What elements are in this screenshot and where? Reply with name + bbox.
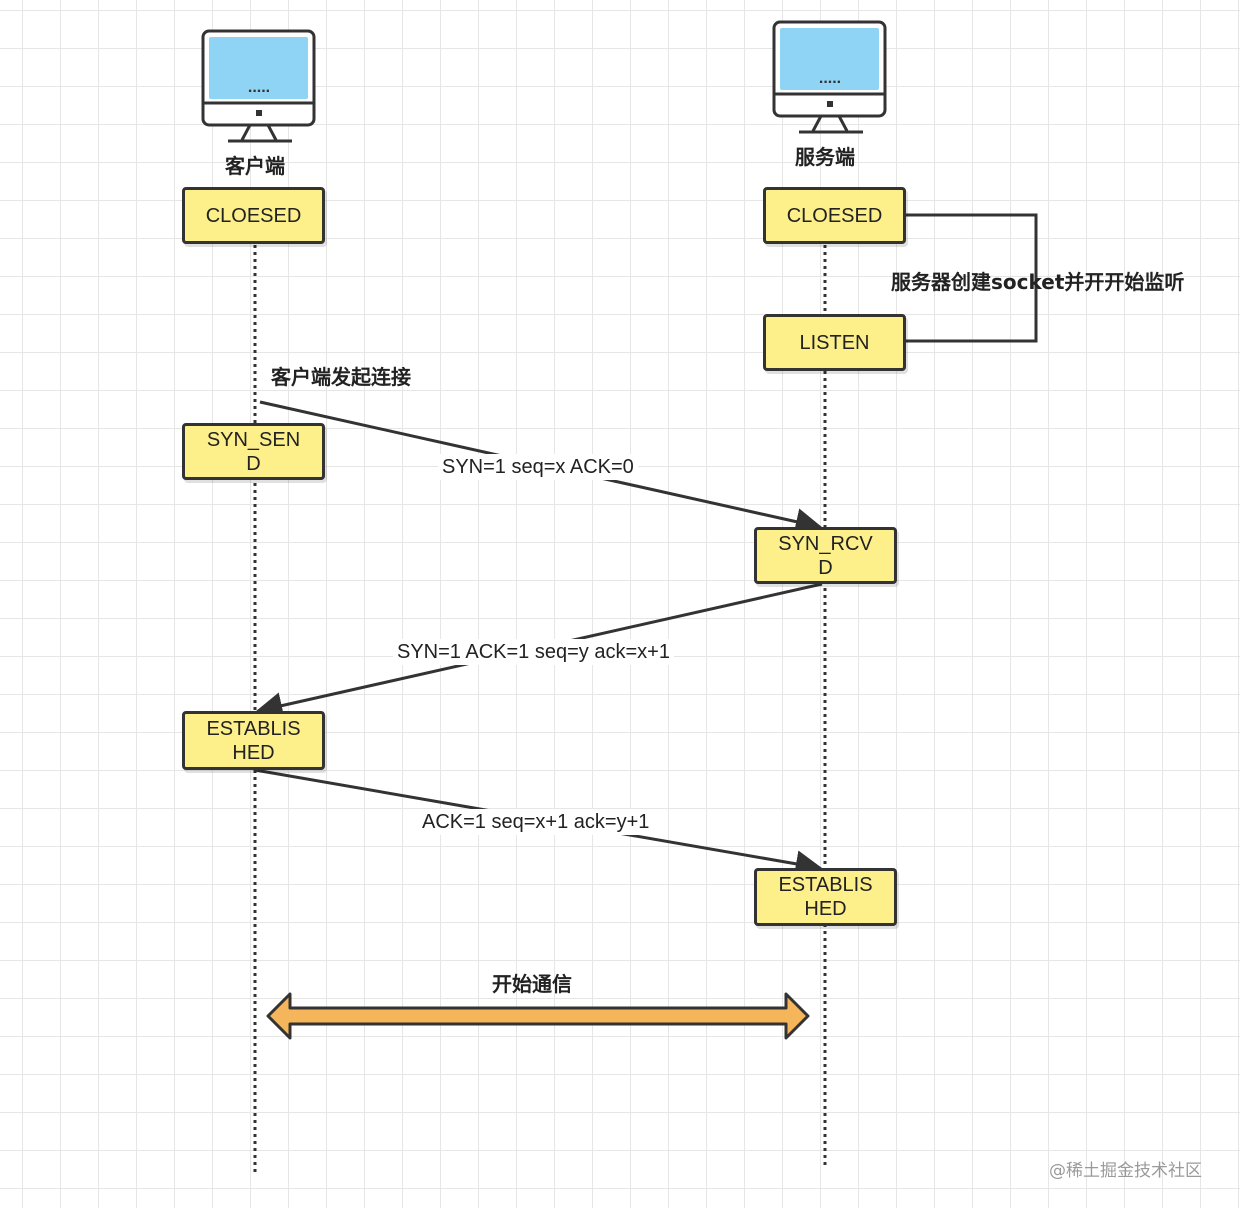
client-label: 客户端 bbox=[225, 154, 285, 178]
syn-ack-message-label: SYN=1 ACK=1 seq=y ack=x+1 bbox=[393, 639, 674, 665]
client-state-syn-sent: SYN_SEN D bbox=[182, 423, 325, 480]
server-state-listen: LISTEN bbox=[763, 314, 906, 371]
ack-message-label: ACK=1 seq=x+1 ack=y+1 bbox=[418, 809, 654, 835]
client-state-closed: CLOESED bbox=[182, 187, 325, 244]
server-label: 服务端 bbox=[795, 145, 855, 169]
server-listen-note: 服务器创建socket并开开始监听 bbox=[891, 270, 1185, 294]
server-state-syn-rcvd: SYN_RCV D bbox=[754, 527, 897, 584]
server-computer-icon: ..... bbox=[772, 20, 887, 134]
client-computer-icon: ..... bbox=[201, 29, 316, 143]
server-state-closed: CLOESED bbox=[763, 187, 906, 244]
start-communication-label: 开始通信 bbox=[492, 972, 572, 996]
svg-text:.....: ..... bbox=[248, 79, 270, 96]
client-state-established: ESTABLIS HED bbox=[182, 711, 325, 770]
svg-text:.....: ..... bbox=[819, 70, 841, 87]
start-communication-double-arrow bbox=[266, 992, 810, 1040]
client-connect-note: 客户端发起连接 bbox=[271, 365, 411, 389]
watermark: @稀土掘金技术社区 bbox=[1049, 1161, 1202, 1181]
server-state-established: ESTABLIS HED bbox=[754, 868, 897, 926]
listen-connector bbox=[904, 213, 1038, 343]
syn-message-label: SYN=1 seq=x ACK=0 bbox=[438, 454, 638, 480]
